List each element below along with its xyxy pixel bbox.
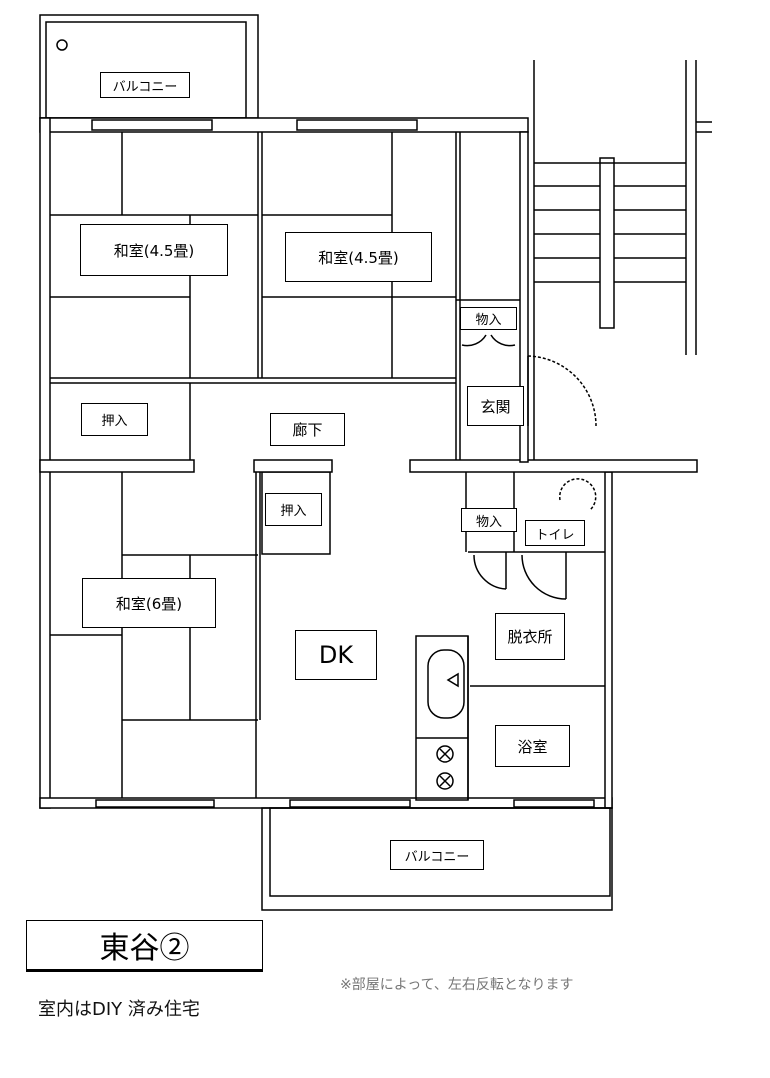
room-label-washitsu-left: 和室(4.5畳) [80, 224, 228, 276]
diy-subtitle: 室内はDIY 済み住宅 [38, 999, 200, 1020]
wall-mid-left [39, 459, 195, 473]
wall-right [604, 471, 613, 809]
room-label-hallway: 廊下 [270, 413, 345, 446]
window [91, 119, 213, 131]
balcony-top-outline [39, 14, 259, 119]
room-label-entrance: 玄関 [467, 386, 524, 426]
room-label-balcony-top: バルコニー [100, 72, 190, 98]
wall-entrance [519, 131, 529, 463]
room-label-balcony-bottom: バルコニー [390, 840, 484, 870]
reversal-note: ※部屋によって、左右反転となります [340, 977, 574, 993]
room-label-washitsu-6: 和室(6畳) [82, 578, 216, 628]
room-label-storage-mid: 物入 [461, 508, 517, 532]
drain-icon [56, 39, 68, 51]
room-label-bath: 浴室 [495, 725, 570, 767]
window [296, 119, 418, 131]
wall-mid-right [409, 459, 698, 473]
property-title: 東谷② [26, 920, 263, 972]
room-label-toilet: トイレ [525, 520, 585, 546]
balcony-top-inner [45, 21, 247, 119]
room-label-washitsu-right: 和室(4.5畳) [285, 232, 432, 282]
room-label-dk: DK [295, 630, 377, 680]
window [95, 799, 215, 808]
room-label-closet-mid: 押入 [265, 493, 322, 526]
room-label-storage-top: 物入 [460, 307, 517, 330]
room-label-closet-left: 押入 [81, 403, 148, 436]
window [289, 799, 411, 808]
room-label-dressing: 脱衣所 [495, 613, 565, 660]
window [513, 799, 595, 808]
